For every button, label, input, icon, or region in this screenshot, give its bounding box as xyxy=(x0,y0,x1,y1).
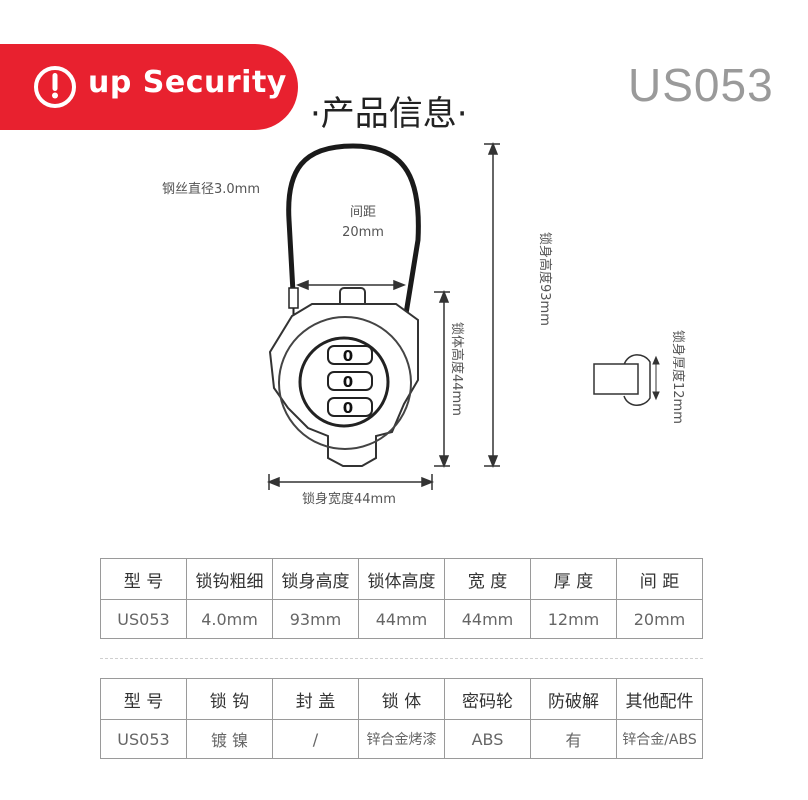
table-header-cell: 锁 体 xyxy=(358,678,445,720)
table-cell: 20mm xyxy=(616,599,703,639)
total-height-dimension xyxy=(484,141,500,469)
brand-banner: up Security xyxy=(0,44,298,130)
table-cell: ABS xyxy=(444,719,531,759)
table-header-cell: 锁 钩 xyxy=(186,678,273,720)
wire-shackle xyxy=(286,143,421,329)
table-cell: 4.0mm xyxy=(186,599,273,639)
table-cell: 镀 镍 xyxy=(186,719,273,759)
table-cell: 44mm xyxy=(444,599,531,639)
gap-dimension xyxy=(295,279,407,291)
model-code: US053 xyxy=(628,59,774,111)
table-header-cell: 封 盖 xyxy=(272,678,359,720)
material-table: 型 号 锁 钩 封 盖 锁 体 密码轮 防破解 其他配件 US053 镀 镍 /… xyxy=(100,678,703,759)
table-header-cell: 宽 度 xyxy=(444,558,531,600)
table-row: 型 号 锁 钩 封 盖 锁 体 密码轮 防破解 其他配件 xyxy=(100,678,703,720)
table-header-cell: 密码轮 xyxy=(444,678,531,720)
table-cell: 锌合金/ABS xyxy=(616,719,703,759)
table-cell: US053 xyxy=(100,599,187,639)
table-cell: / xyxy=(272,719,359,759)
spec-table: 型 号 锁钩粗细 锁身高度 锁体高度 宽 度 厚 度 间 距 US053 4.0… xyxy=(100,558,703,639)
table-cell: US053 xyxy=(100,719,187,759)
lock-inner-ring xyxy=(278,316,412,450)
table-cell: 锌合金烤漆 xyxy=(358,719,445,759)
table-row: US053 镀 镍 / 锌合金烤漆 ABS 有 锌合金/ABS xyxy=(100,719,703,759)
side-view xyxy=(593,354,651,406)
table-header-cell: 型 号 xyxy=(100,678,187,720)
table-header-cell: 其他配件 xyxy=(616,678,703,720)
dial-digit: 0 xyxy=(343,347,353,365)
table-cell: 有 xyxy=(530,719,617,759)
table-header-cell: 厚 度 xyxy=(530,558,617,600)
dial-housing xyxy=(298,336,390,428)
dial-digit: 0 xyxy=(343,373,353,391)
combination-dials xyxy=(327,345,373,417)
table-row: 型 号 锁钩粗细 锁身高度 锁体高度 宽 度 厚 度 间 距 xyxy=(100,558,703,600)
dial-digit: 0 xyxy=(343,399,353,417)
body-height-dimension xyxy=(434,289,450,469)
body-height-label: 锁体高度44mm xyxy=(449,322,465,416)
brand-name: up Security xyxy=(88,65,287,100)
table-cell: 12mm xyxy=(530,599,617,639)
table-cell: 44mm xyxy=(358,599,445,639)
thickness-label: 锁身厚度12mm xyxy=(670,330,686,424)
table-divider xyxy=(100,658,703,659)
gap-label: 间距 xyxy=(350,205,376,220)
thickness-dimension xyxy=(652,355,660,401)
gap-value: 20mm xyxy=(342,225,384,240)
table-header-cell: 锁体高度 xyxy=(358,558,445,600)
table-row: US053 4.0mm 93mm 44mm 44mm 12mm 20mm xyxy=(100,599,703,639)
wire-diameter-label: 钢丝直径3.0mm xyxy=(162,182,260,197)
section-title: ·产品信息· xyxy=(310,94,468,134)
table-header-cell: 防破解 xyxy=(530,678,617,720)
total-height-label: 锁身高度93mm xyxy=(537,232,553,326)
width-label: 锁身宽度44mm xyxy=(302,491,396,507)
wire-ferrule xyxy=(288,287,299,309)
table-header-cell: 型 号 xyxy=(100,558,187,600)
power-lock-logo-icon xyxy=(34,66,76,108)
table-header-cell: 间 距 xyxy=(616,558,703,600)
table-header-cell: 锁钩粗细 xyxy=(186,558,273,600)
table-header-cell: 锁身高度 xyxy=(272,558,359,600)
width-dimension xyxy=(266,474,435,490)
table-cell: 93mm xyxy=(272,599,359,639)
